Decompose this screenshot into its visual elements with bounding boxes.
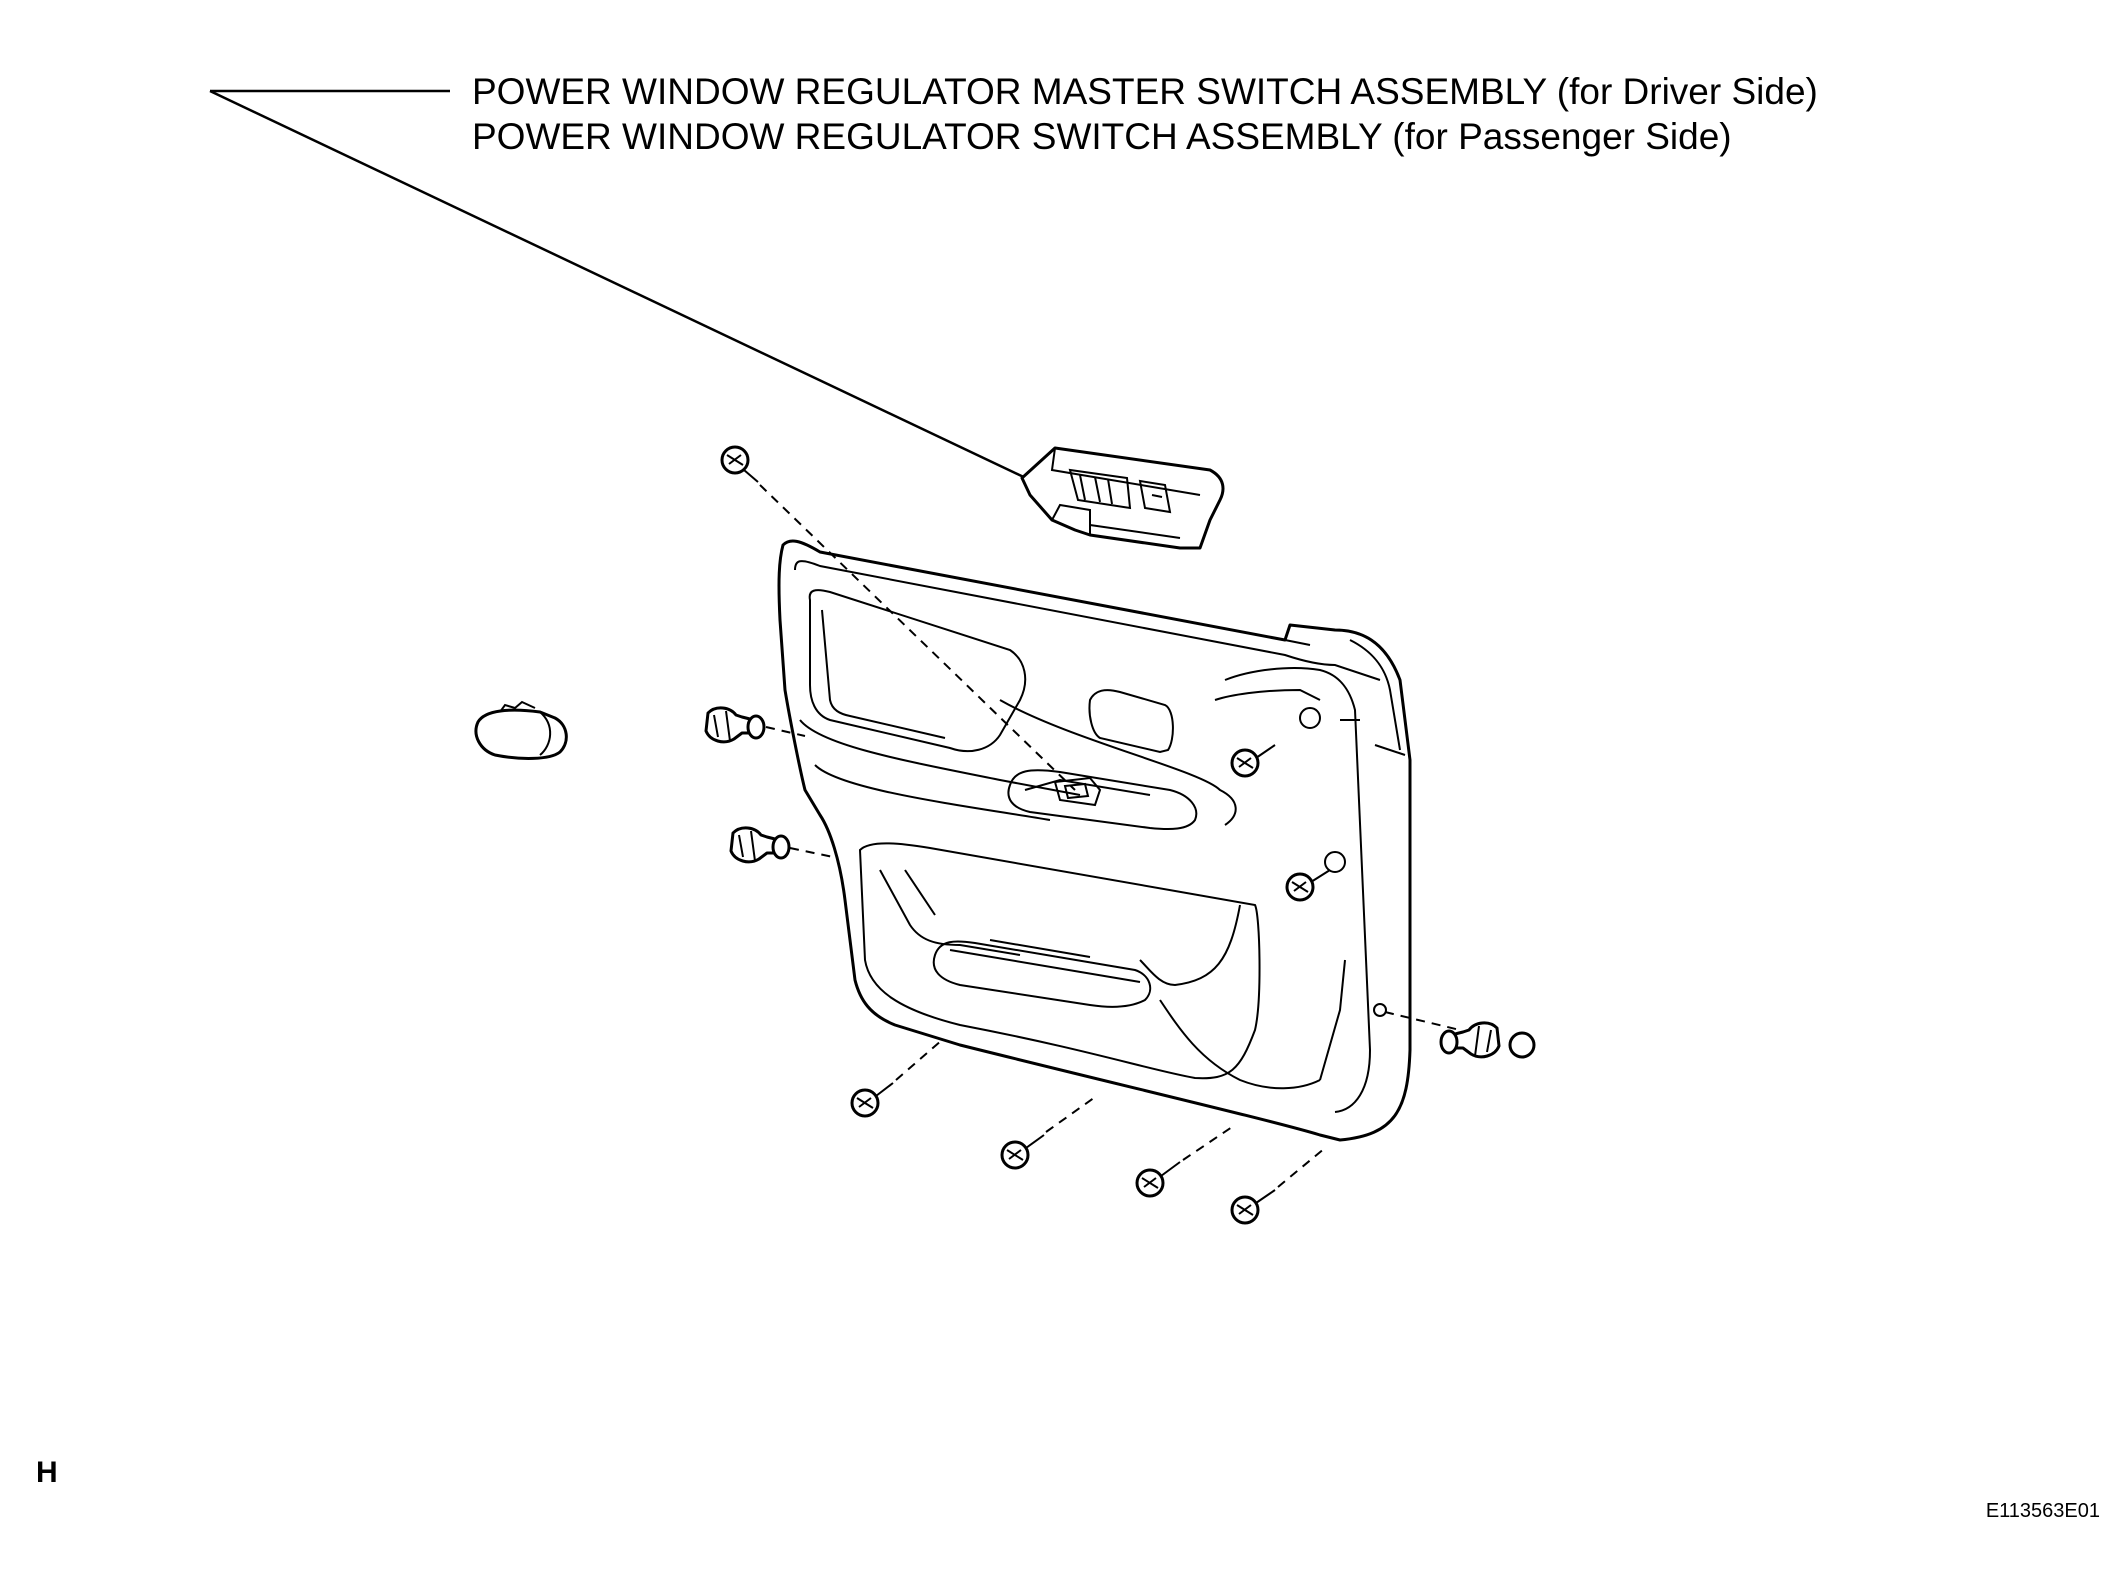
clip — [704, 706, 806, 744]
screw — [1230, 744, 1276, 778]
leader-line — [209, 89, 1031, 482]
section-code: H — [36, 1456, 58, 1489]
clip — [729, 826, 839, 864]
screw — [1000, 1094, 1099, 1170]
screw — [1230, 1147, 1326, 1225]
screw — [1285, 869, 1331, 902]
door-trim-panel — [777, 539, 1412, 1142]
cap — [474, 700, 568, 760]
figure-id: E113563E01 — [1985, 1500, 2100, 1522]
passenger-switch-label: POWER WINDOW REGULATOR SWITCH ASSEMBLY (… — [472, 116, 1732, 157]
master-switch-label: POWER WINDOW REGULATOR MASTER SWITCH ASS… — [472, 71, 1818, 112]
screw — [850, 1039, 943, 1118]
clip — [1384, 1011, 1536, 1059]
power-window-switch — [1020, 446, 1225, 550]
screw — [1135, 1124, 1236, 1198]
screw — [720, 445, 1076, 791]
